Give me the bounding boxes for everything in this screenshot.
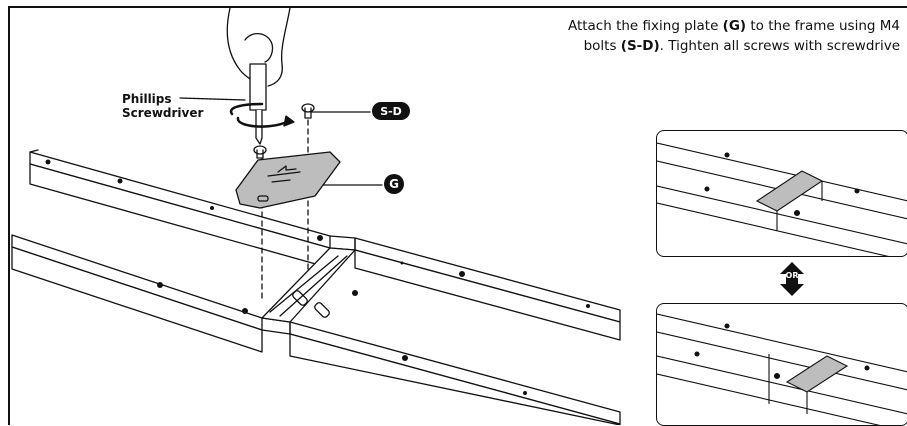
or-label: OR <box>785 271 799 280</box>
instruction-line-2: bolts (S-D). Tighten all screws with scr… <box>470 36 900 56</box>
bolt-code-badge: S-D <box>372 102 410 120</box>
or-updown-arrow-icon <box>780 262 804 296</box>
detail-inset-a-drawing <box>657 142 907 256</box>
front-frame-rail <box>11 234 621 425</box>
rail-screw-holes <box>45 159 590 395</box>
screwdriver-label: Phillips Screwdriver <box>122 92 203 120</box>
part-code-g: (G) <box>722 18 747 34</box>
plate-code-badge: G <box>384 174 404 194</box>
back-frame-rail <box>29 149 621 341</box>
cross-member <box>261 247 356 323</box>
instruction-text-part: to the frame using M4 <box>746 18 900 34</box>
instruction-text-part: . Tighten all screws with screwdrive <box>659 38 900 54</box>
rotation-arrow-icon <box>229 102 295 128</box>
bolt-icon <box>253 103 315 159</box>
instruction-line-1: Attach the fixing plate (G) to the frame… <box>470 16 900 36</box>
detail-inset-option-b <box>656 303 907 426</box>
detail-inset-b-drawing <box>657 313 907 425</box>
instruction-text: Attach the fixing plate (G) to the frame… <box>470 16 900 56</box>
part-code-s-d: (S-D) <box>620 38 660 54</box>
page-frame <box>8 6 907 425</box>
screwdriver-label-line-1: Phillips <box>122 92 172 106</box>
instruction-text-part: Attach the fixing plate <box>567 18 723 34</box>
instruction-text-part: bolts <box>583 38 621 54</box>
detail-inset-option-a <box>656 130 907 257</box>
fixing-plate-icon <box>235 151 341 209</box>
screwdriver-label-line-2: Screwdriver <box>122 106 204 120</box>
hand-with-screwdriver-icon <box>226 7 291 145</box>
